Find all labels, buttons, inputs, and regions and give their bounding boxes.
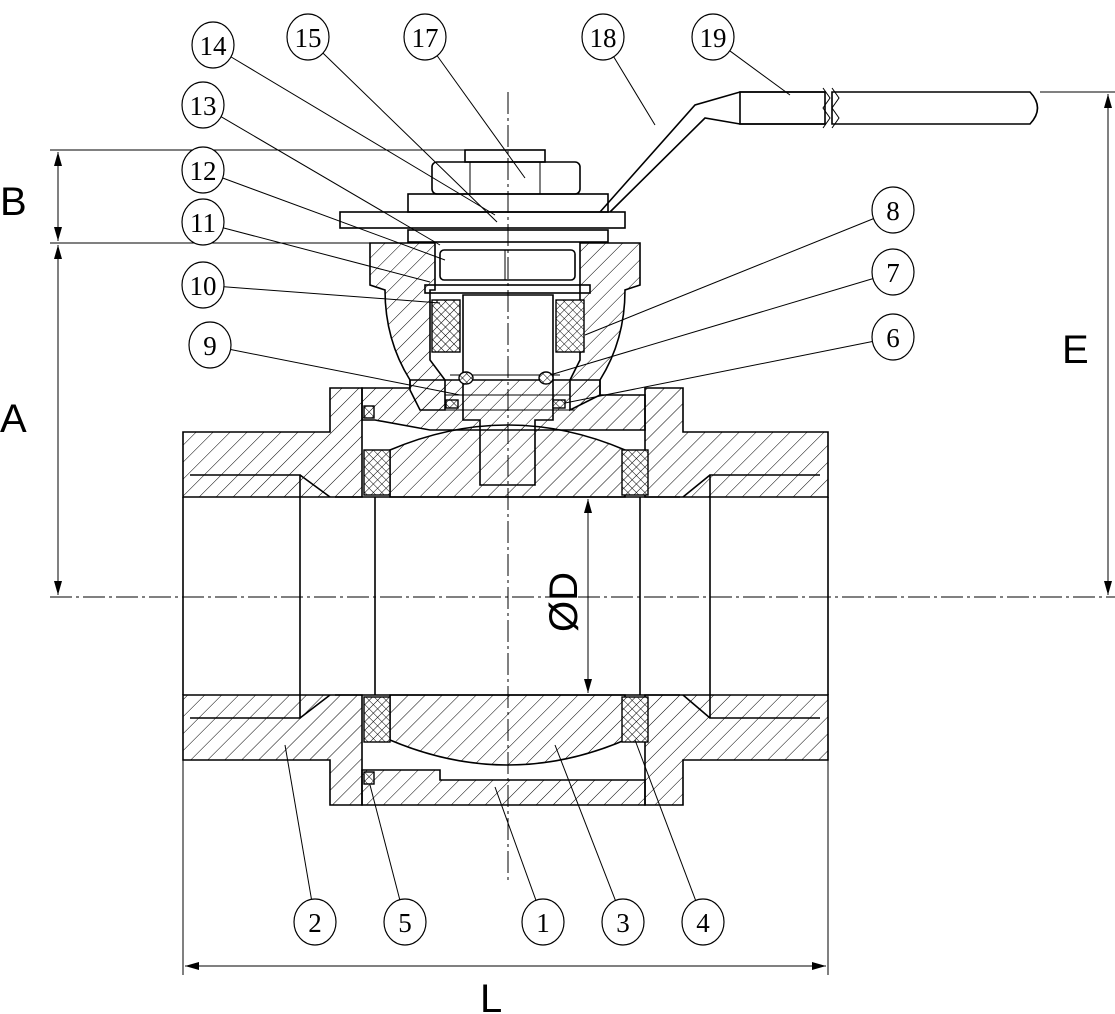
part-number: 5 <box>398 908 412 938</box>
leader-line <box>222 177 446 261</box>
dimension-D: ØD <box>542 572 586 632</box>
part-balloon-14: 14 <box>191 21 496 216</box>
leader-line <box>549 278 874 376</box>
part-number: 17 <box>412 23 439 53</box>
leader-line <box>584 218 874 336</box>
part-number: 11 <box>190 208 216 238</box>
part-number: 6 <box>886 323 900 353</box>
part-balloon-4: 4 <box>634 739 725 946</box>
part-number: 18 <box>590 23 617 53</box>
leader-line <box>494 786 537 901</box>
part-number: 4 <box>696 908 710 938</box>
part-balloon-6: 6 <box>564 313 915 404</box>
balloon-circle <box>601 898 645 946</box>
leader-line <box>554 744 616 901</box>
balloon-circle <box>181 81 225 129</box>
part-balloon-8: 8 <box>584 186 915 336</box>
part-balloon-15: 15 <box>286 13 498 223</box>
leader-line <box>322 52 498 223</box>
part-balloon-5: 5 <box>369 784 427 946</box>
part-number: 14 <box>200 31 228 61</box>
part-number: 13 <box>190 91 217 121</box>
part-balloon-3: 3 <box>554 744 645 946</box>
handle <box>339 87 1039 229</box>
stem <box>431 294 585 486</box>
dimension-A: A <box>0 397 27 441</box>
balloon-circle <box>293 898 337 946</box>
balloon-circle <box>521 898 565 946</box>
leader-line <box>729 50 791 96</box>
balloon-circle <box>581 13 625 61</box>
balloon-circle <box>181 146 225 194</box>
balloon-circle <box>871 186 915 234</box>
seats <box>363 405 649 785</box>
balloon-circle <box>871 248 915 296</box>
balloon-circle <box>681 898 725 946</box>
part-number: 8 <box>886 196 900 226</box>
part-number: 9 <box>203 331 217 361</box>
balloon-circle <box>691 13 735 61</box>
balloon-circle <box>383 898 427 946</box>
dimension-B: B <box>0 180 27 224</box>
part-number: 12 <box>190 156 217 186</box>
dimension-L: L <box>480 977 502 1014</box>
leader-line <box>564 341 873 404</box>
leader-line <box>223 227 431 283</box>
dimension-E: E <box>1062 328 1089 372</box>
end-cap-left <box>182 387 363 806</box>
balloon-circle <box>286 13 330 61</box>
leader-line <box>436 55 526 179</box>
leader-line <box>369 784 401 900</box>
leader-line <box>230 349 461 396</box>
part-balloon-17: 17 <box>403 13 526 179</box>
balloon-circle <box>403 13 447 61</box>
part-number: 7 <box>886 258 900 288</box>
part-balloon-19: 19 <box>691 13 791 96</box>
part-balloon-13: 13 <box>181 81 441 246</box>
part-number: 19 <box>700 23 727 53</box>
part-balloon-18: 18 <box>581 13 656 126</box>
balloon-circle <box>181 198 225 246</box>
part-balloon-7: 7 <box>549 248 915 376</box>
part-number: 2 <box>308 908 322 938</box>
part-number: 3 <box>616 908 630 938</box>
part-balloon-9: 9 <box>188 321 461 396</box>
balloon-circle <box>188 321 232 369</box>
leader-line <box>223 286 441 304</box>
leader-line <box>613 56 656 126</box>
part-balloon-11: 11 <box>181 198 431 283</box>
leader-line <box>284 744 312 900</box>
balloon-circle <box>181 261 225 309</box>
leader-line <box>634 739 697 901</box>
part-number: 15 <box>295 23 322 53</box>
balloon-circle <box>871 313 915 361</box>
leader-line <box>220 116 441 246</box>
part-balloon-12: 12 <box>181 146 446 261</box>
balloon-circle <box>191 21 235 69</box>
part-balloon-1: 1 <box>494 786 565 946</box>
leader-line <box>230 56 496 216</box>
part-number: 1 <box>536 908 550 938</box>
part-balloon-10: 10 <box>181 261 441 309</box>
part-balloon-2: 2 <box>284 744 337 946</box>
part-number: 10 <box>190 271 217 301</box>
